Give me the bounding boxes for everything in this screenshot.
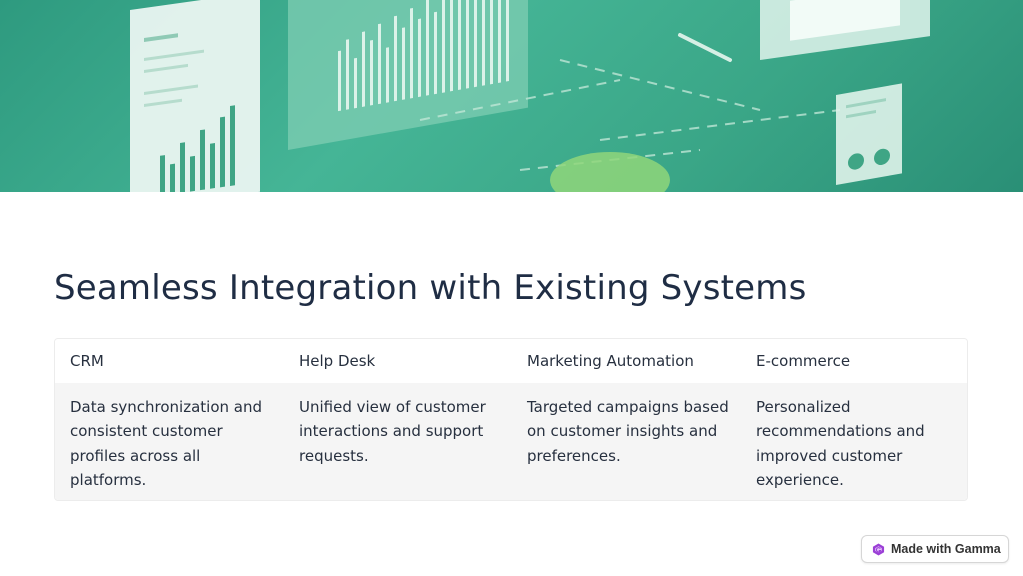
table-header-row: CRM Help Desk Marketing Automation E-com… [55,339,967,383]
table-header-cell: CRM [70,352,104,370]
slide-title: Seamless Integration with Existing Syste… [54,268,807,308]
table-header-cell: Marketing Automation [527,352,694,370]
gamma-logo-icon [872,542,885,556]
table-cell: Targeted campaigns based on customer ins… [527,398,729,465]
hero-image [0,0,1023,192]
hero-illustration [130,0,930,192]
table-header-cell: E-commerce [756,352,851,370]
table-cell: Unified view of customer interactions an… [299,398,486,465]
table-header-cell: Help Desk [299,352,376,370]
integration-table: CRM Help Desk Marketing Automation E-com… [54,338,968,501]
table-cell: Personalized recommendations and improve… [756,398,925,489]
badge-label: Made with Gamma [891,542,1001,556]
table-row: Data synchronization and consistent cust… [55,383,967,500]
made-with-gamma-badge[interactable]: Made with Gamma [861,535,1009,563]
table-cell: Data synchronization and consistent cust… [70,398,263,489]
